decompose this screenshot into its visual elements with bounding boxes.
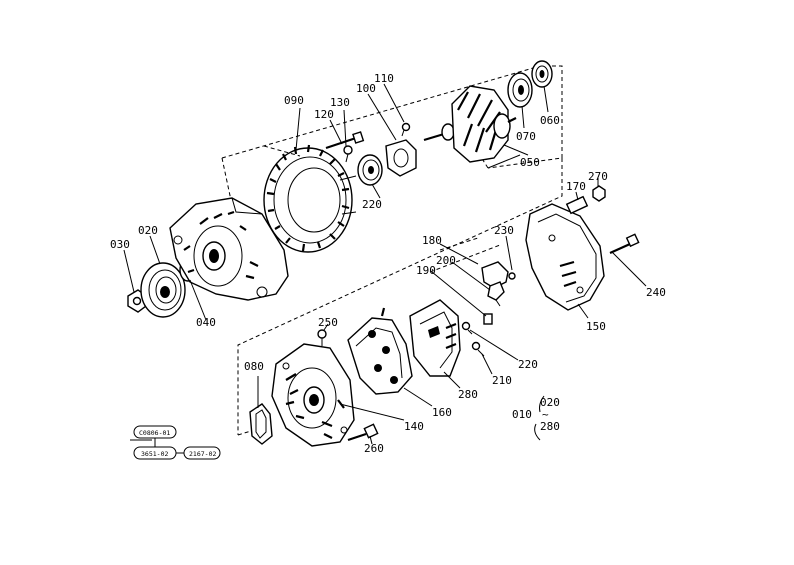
label-030: 030: [110, 238, 130, 251]
part-150-rear-cover[interactable]: [525, 203, 605, 311]
part-190-brush[interactable]: [483, 313, 493, 325]
ref-balloon-1: C0806-01: [139, 429, 170, 437]
label-110: 110: [374, 72, 394, 85]
label-220-upper: 220: [362, 198, 382, 211]
part-140-rear-housing[interactable]: [271, 343, 355, 447]
part-080-ring[interactable]: [249, 403, 273, 445]
label-180: 180: [422, 234, 442, 247]
part-220-bearing[interactable]: [357, 154, 383, 186]
brush-group-bracket: [429, 237, 501, 273]
part-020-pulley[interactable]: [140, 262, 186, 318]
part-070-bearing[interactable]: [507, 72, 533, 108]
label-120: 120: [314, 108, 334, 121]
label-070: 070: [516, 130, 536, 143]
part-160-rectifier[interactable]: [347, 307, 413, 395]
legend-280: 280: [540, 420, 560, 433]
label-260: 260: [364, 442, 384, 455]
label-050: 050: [520, 156, 540, 169]
part-240-bolt[interactable]: [609, 233, 640, 255]
part-labels: 030 020 040 090 120 130 100 110 220 070 …: [110, 72, 666, 455]
part-220-screw[interactable]: [461, 321, 473, 335]
legend-020: 020: [540, 396, 560, 409]
drive-end-housing[interactable]: [169, 197, 289, 301]
part-250-screw[interactable]: [317, 329, 327, 346]
label-280: 280: [458, 388, 478, 401]
part-260-bolt[interactable]: [347, 423, 379, 442]
part-050-rotor[interactable]: [423, 85, 517, 163]
legend-010: 010: [512, 408, 532, 421]
part-270-nut[interactable]: [592, 185, 606, 202]
part-280-regulator[interactable]: [409, 299, 461, 377]
label-210: 210: [492, 374, 512, 387]
label-100: 100: [356, 82, 376, 95]
label-020: 020: [138, 224, 158, 237]
label-130: 130: [330, 96, 350, 109]
part-120-bolt[interactable]: [325, 131, 365, 150]
label-040: 040: [196, 316, 216, 329]
part-090-stator[interactable]: [263, 144, 357, 253]
reference-balloons: C0806-01 3651-02 2167-02: [133, 425, 221, 460]
label-060: 060: [540, 114, 560, 127]
part-130-screw[interactable]: [343, 145, 353, 163]
label-220-lower: 220: [518, 358, 538, 371]
label-150: 150: [586, 320, 606, 333]
label-200: 200: [436, 254, 456, 267]
label-170: 170: [566, 180, 586, 193]
ref-balloon-3: 2167-02: [189, 450, 216, 458]
legend-tilde: ~: [542, 408, 549, 421]
part-060-seal[interactable]: [531, 60, 553, 88]
label-250: 250: [318, 316, 338, 329]
label-090: 090: [284, 94, 304, 107]
ref-balloon-2: 3651-02: [141, 450, 168, 458]
part-110-screw[interactable]: [401, 122, 411, 137]
part-170-sleeve[interactable]: [565, 195, 589, 215]
part-100-retainer-plate[interactable]: [385, 139, 417, 177]
part-200-brush-holder[interactable]: [487, 281, 505, 307]
assembly-legend: 010 020 ~ 280: [512, 395, 560, 441]
part-230-terminal[interactable]: [481, 261, 516, 289]
label-230: 230: [494, 224, 514, 237]
label-240: 240: [646, 286, 666, 299]
label-190: 190: [416, 264, 436, 277]
label-080: 080: [244, 360, 264, 373]
leader-lines: [123, 83, 647, 445]
label-140: 140: [404, 420, 424, 433]
label-160: 160: [432, 406, 452, 419]
label-270: 270: [588, 170, 608, 183]
